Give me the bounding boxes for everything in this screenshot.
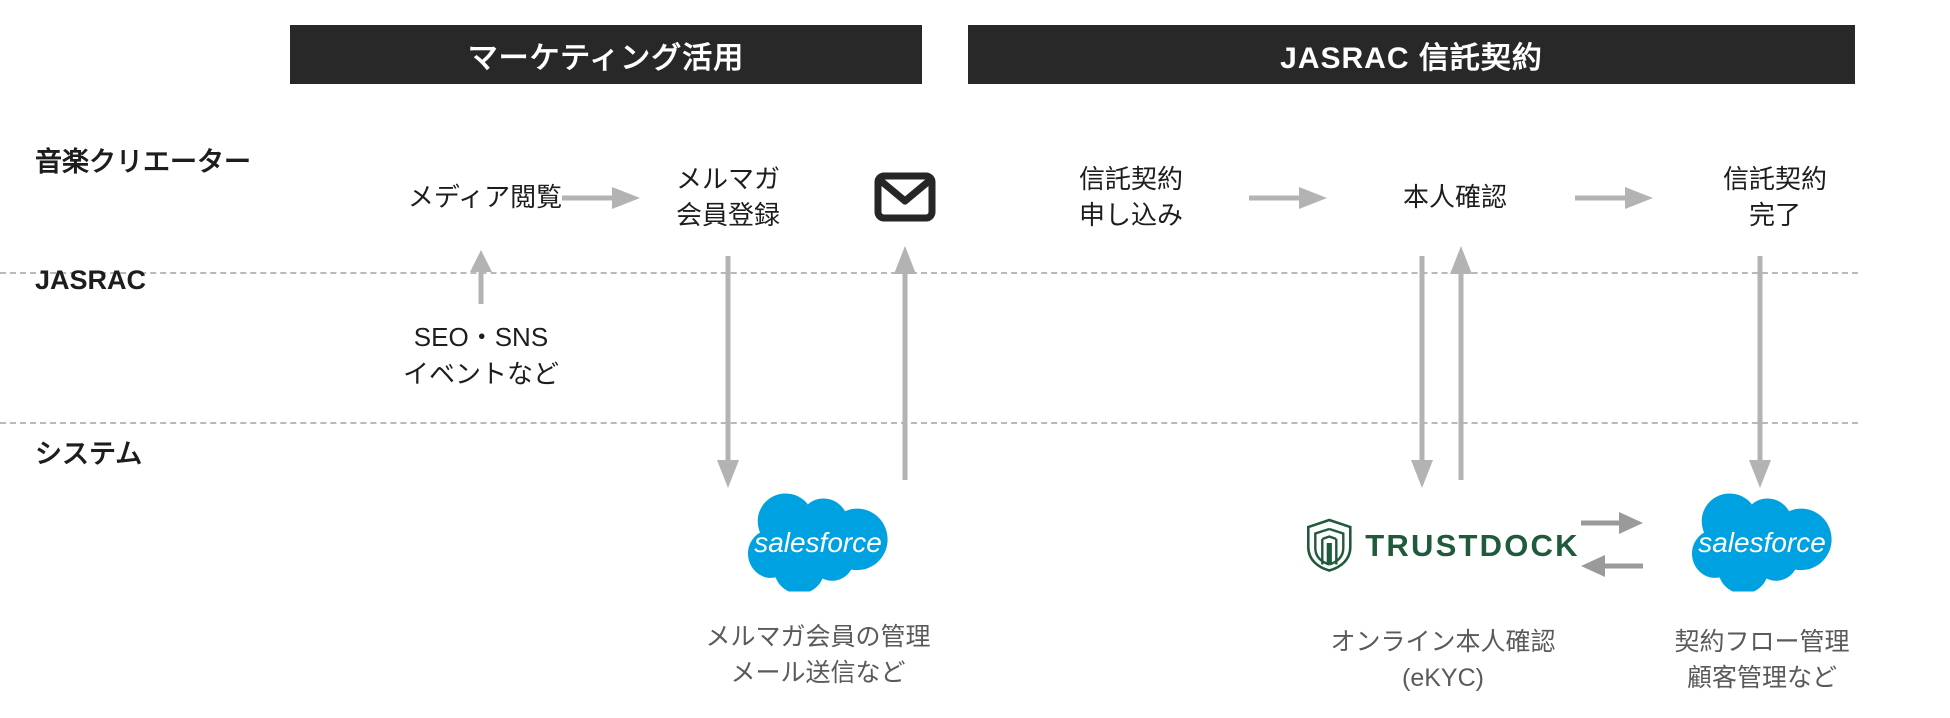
node-identity-verification: 本人確認 bbox=[1402, 182, 1508, 213]
salesforce-cloud-icon: salesforce bbox=[1692, 493, 1832, 594]
caption-salesforce-marketing: メルマガ会員の管理 メール送信など bbox=[705, 623, 931, 687]
arrow-salesforce-to-mail-up bbox=[894, 246, 916, 480]
arrow-identity-check-to-done bbox=[1575, 187, 1653, 209]
swimlane-divider-bottom bbox=[0, 422, 1858, 424]
arrow-trustdock-to-identity-check-up bbox=[1450, 246, 1472, 480]
row-label-music-creator: 音楽クリエーター bbox=[35, 147, 251, 177]
trustdock-wordmark: TRUSTDOCK bbox=[1365, 527, 1580, 563]
arrow-signup-to-salesforce-down bbox=[717, 256, 739, 488]
header-bar-jasrac-label: JASRAC 信託契約 bbox=[1280, 41, 1543, 75]
trustdock-logo: TRUSTDOCK bbox=[1306, 518, 1579, 572]
mail-envelope-icon bbox=[874, 172, 936, 222]
caption-salesforce-contract: 契約フロー管理 顧客管理など bbox=[1674, 628, 1850, 692]
salesforce-cloud-icon: salesforce bbox=[748, 493, 888, 594]
node-seo-sns-events: SEO・SNS イベントなど bbox=[402, 322, 560, 389]
row-label-jasrac: JASRAC bbox=[35, 265, 147, 295]
arrow-salesforce-to-trustdock bbox=[1581, 555, 1643, 577]
arrow-seo-sns-up bbox=[470, 250, 492, 304]
node-trust-application: 信託契約 申し込み bbox=[1078, 164, 1184, 230]
node-newsletter-signup: メルマガ 会員登録 bbox=[675, 164, 781, 230]
swimlane-divider-top bbox=[0, 272, 1858, 274]
arrow-media-to-signup bbox=[562, 187, 640, 209]
arrow-apply-to-identity-check bbox=[1249, 187, 1327, 209]
header-bar-jasrac: JASRAC 信託契約 bbox=[968, 25, 1855, 84]
salesforce-wordmark: salesforce bbox=[1698, 527, 1826, 558]
node-media-browse: メディア閲覧 bbox=[407, 182, 563, 213]
arrow-trust-complete-to-salesforce-down bbox=[1749, 256, 1771, 488]
caption-trustdock: オンライン本人確認 (eKYC) bbox=[1330, 628, 1556, 692]
trustdock-shield-icon bbox=[1306, 518, 1352, 572]
row-label-system: システム bbox=[35, 439, 143, 469]
arrow-trustdock-to-salesforce bbox=[1581, 512, 1643, 534]
arrow-identity-check-to-trustdock-down bbox=[1411, 256, 1433, 488]
salesforce-wordmark: salesforce bbox=[754, 527, 882, 558]
salesforce-logo-contract: salesforce bbox=[1692, 493, 1832, 597]
node-trust-complete: 信託契約 完了 bbox=[1722, 164, 1828, 230]
header-bar-marketing-label: マーケティング活用 bbox=[467, 41, 745, 75]
header-bar-marketing: マーケティング活用 bbox=[290, 25, 922, 84]
salesforce-logo-marketing: salesforce bbox=[748, 493, 888, 597]
